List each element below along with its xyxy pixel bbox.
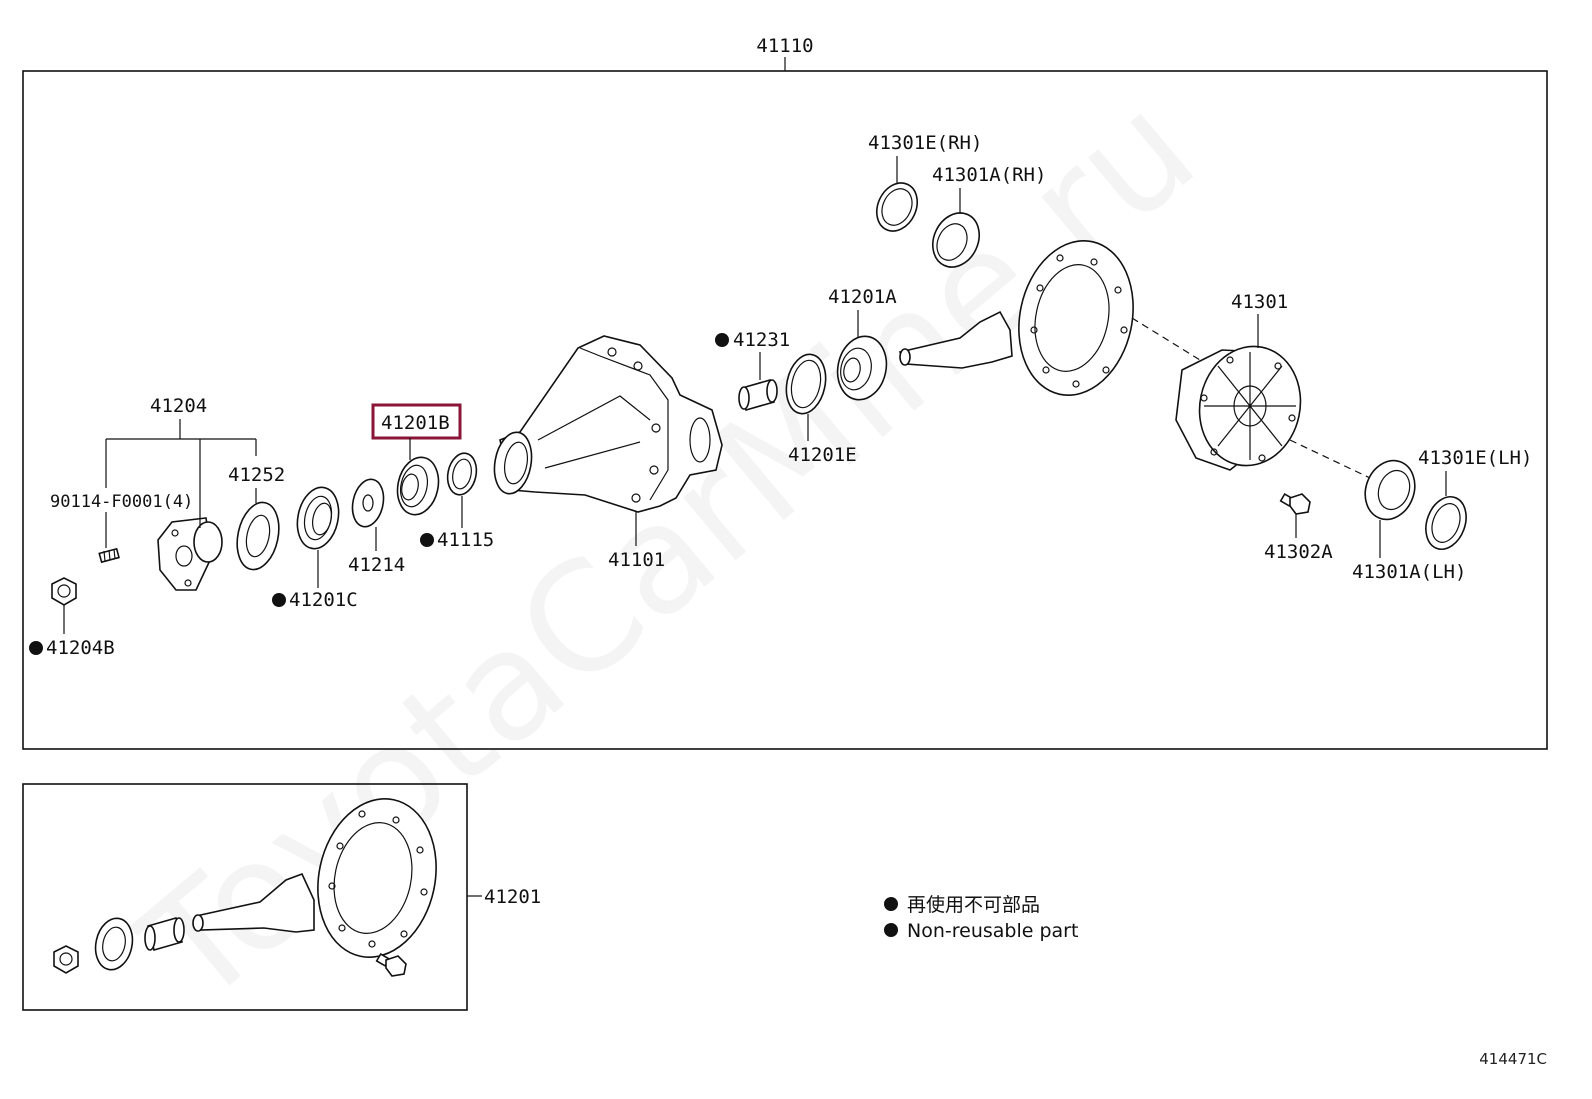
part-label-41252[interactable]: 41252	[228, 464, 285, 486]
non-reusable-dot	[272, 593, 286, 607]
side-race-lh-drawing	[1425, 496, 1467, 550]
subassembly-label[interactable]: 41201	[484, 886, 541, 908]
legend-item-japanese: 再使用不可部品	[907, 894, 1040, 916]
part-label-41231[interactable]: 41231	[733, 329, 790, 351]
part-label-41301E-LH[interactable]: 41301E(LH)	[1418, 447, 1532, 469]
oil-seal-drawing	[296, 486, 340, 550]
part-label-41301E-RH[interactable]: 41301E(RH)	[868, 132, 982, 154]
non-reusable-dot	[29, 641, 43, 655]
part-label-41301A-LH[interactable]: 41301A(LH)	[1352, 561, 1466, 583]
part-label-41301[interactable]: 41301	[1231, 291, 1288, 313]
legend-item-english: Non-reusable part	[907, 920, 1078, 942]
deflector-drawing	[236, 501, 280, 571]
rear-bearing-drawing	[836, 335, 888, 401]
assembly-label[interactable]: 41110	[756, 35, 813, 57]
ring-gear-bolt-drawing	[1279, 492, 1311, 515]
non-reusable-dot	[884, 923, 898, 937]
part-label-41115[interactable]: 41115	[437, 529, 494, 551]
part-label-41201A[interactable]: 41201A	[828, 286, 897, 308]
side-race-rh-drawing	[875, 182, 919, 232]
part-label-41201C[interactable]: 41201C	[289, 589, 358, 611]
side-bearing-rh-drawing	[932, 212, 980, 268]
non-reusable-dot	[420, 533, 434, 547]
front-bearing-drawing	[396, 456, 440, 516]
stud-bolt-drawing	[98, 547, 120, 564]
carrier-housing-drawing	[493, 335, 723, 513]
subassembly-frame	[22, 783, 468, 1011]
legend: 再使用不可部品 Non-reusable part	[884, 894, 1078, 942]
spacer-drawing	[351, 478, 385, 528]
companion-flange-drawing	[157, 517, 223, 591]
part-label-41204B[interactable]: 41204B	[46, 637, 115, 659]
side-bearing-lh-drawing	[1364, 459, 1416, 521]
part-label-41201B[interactable]: 41201B	[381, 412, 450, 434]
part-label-41204[interactable]: 41204	[150, 395, 207, 417]
non-reusable-dot	[884, 897, 898, 911]
subassembly-ring-gear-set-drawing	[53, 798, 437, 977]
nut-drawing	[51, 577, 77, 606]
differential-case-drawing	[1175, 345, 1302, 471]
part-label-41301A-RH[interactable]: 41301A(RH)	[932, 164, 1046, 186]
part-label-41101[interactable]: 41101	[608, 549, 665, 571]
bearing-race-drawing	[446, 452, 478, 496]
highlighted-part-frame	[371, 403, 462, 440]
pinion-race-drawing	[785, 353, 827, 415]
diagram-code: 414471C	[1479, 1050, 1547, 1068]
collapsible-spacer-drawing	[738, 378, 778, 412]
part-label-90114-F0001[interactable]: 90114-F0001(4)	[50, 492, 193, 512]
non-reusable-dot	[715, 333, 729, 347]
part-label-41214[interactable]: 41214	[348, 554, 405, 576]
part-label-41201E[interactable]: 41201E	[788, 444, 857, 466]
part-label-41302A[interactable]: 41302A	[1264, 541, 1333, 563]
ring-gear-pinion-drawing	[898, 240, 1134, 396]
